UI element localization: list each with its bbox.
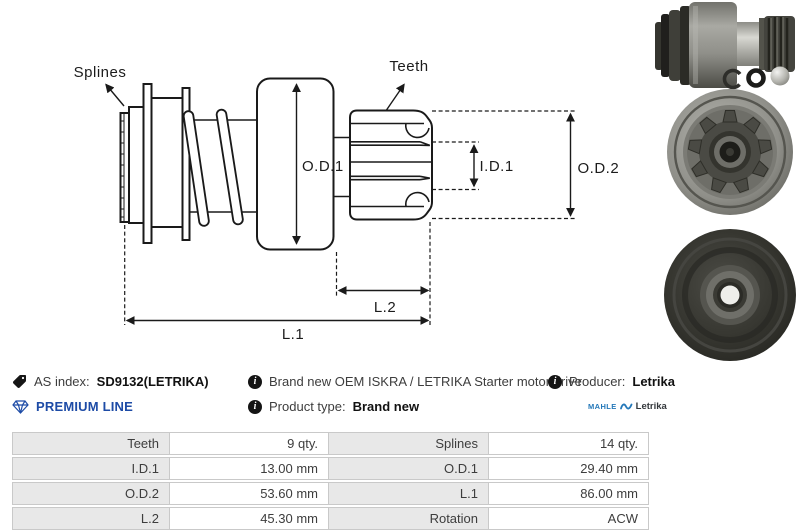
tag-icon — [13, 375, 26, 388]
product-type-label: Product type: — [269, 399, 346, 414]
o-ring — [746, 68, 766, 88]
spring-coils — [182, 108, 244, 227]
as-index-label: AS index: — [34, 374, 90, 389]
drive-back — [664, 229, 796, 361]
product-photo-front-view — [667, 89, 793, 215]
product-photo-side-view — [655, 2, 795, 90]
table-row: I.D.1 13.00 mm O.D.1 29.40 mm — [12, 457, 649, 480]
spec-value: 86.00 mm — [489, 482, 649, 505]
spec-value: 9 qty. — [170, 432, 329, 455]
snap-ring — [722, 68, 744, 90]
product-type-value: Brand new — [352, 399, 420, 414]
spec-label: O.D.1 — [329, 457, 489, 480]
extension-lines — [124, 110, 577, 325]
wave-icon — [619, 403, 633, 410]
gear-teeth-lines — [350, 122, 432, 208]
info-icon: i — [248, 399, 262, 414]
producer-value: Letrika — [632, 374, 676, 389]
spec-label: Splines — [329, 432, 489, 455]
table-row: L.2 45.30 mm Rotation ACW — [12, 507, 649, 530]
pinion-front — [667, 89, 793, 215]
premium-line-row: PREMIUM LINE — [12, 399, 133, 414]
producer-label: Producer: — [569, 374, 626, 389]
spec-value: ACW — [489, 507, 649, 530]
technical-dimension-diagram: Splines Teeth O.D.1 I.D.1 O.D.2 L.2 L.1 — [74, 58, 620, 343]
spec-value: 29.40 mm — [489, 457, 649, 480]
spec-value: 14 qty. — [489, 432, 649, 455]
diagram-label-l1: L.1 — [282, 326, 304, 343]
small-parts — [722, 66, 790, 90]
as-index-row: AS index: SD9132(LETRIKA) — [12, 374, 209, 389]
table-row: O.D.2 53.60 mm L.1 86.00 mm — [12, 482, 649, 505]
spec-label: Teeth — [12, 432, 170, 455]
info-icon: i — [548, 374, 562, 389]
dimension-arrows — [105, 83, 576, 326]
table-row: Teeth 9 qty. Splines 14 qty. — [12, 432, 649, 455]
diamond-icon — [12, 399, 29, 414]
mahle-letrika-logo: MAHLE Letrika — [588, 401, 667, 412]
premium-line-label: PREMIUM LINE — [36, 399, 134, 414]
letrika-logo-text: Letrika — [635, 401, 667, 412]
diagram-label-teeth: Teeth — [389, 58, 428, 75]
description-row: i Brand new OEM ISKRA / LETRIKA Starter … — [248, 374, 582, 389]
product-type-row: i Product type: Brand new — [248, 399, 419, 414]
spec-label: O.D.2 — [12, 482, 170, 505]
spec-label: L.1 — [329, 482, 489, 505]
diagram-label-od1: O.D.1 — [302, 158, 344, 175]
drive-assembly — [655, 2, 795, 88]
diagram-label-id1: I.D.1 — [480, 158, 514, 175]
diagram-label-od2: O.D.2 — [578, 160, 620, 177]
spec-label: Rotation — [329, 507, 489, 530]
product-photo-back-view — [664, 229, 796, 361]
spec-value: 45.30 mm — [170, 507, 329, 530]
spec-table: Teeth 9 qty. Splines 14 qty. I.D.1 13.00… — [12, 430, 649, 532]
drive-drawing — [119, 77, 433, 251]
steel-ball — [770, 66, 790, 86]
spec-label: I.D.1 — [12, 457, 170, 480]
diagram-label-splines: Splines — [74, 64, 127, 81]
as-index-value: SD9132(LETRIKA) — [96, 374, 209, 389]
spec-label: L.2 — [12, 507, 170, 530]
info-icon: i — [248, 374, 262, 389]
diagram-label-l2: L.2 — [374, 299, 396, 316]
spec-value: 53.60 mm — [170, 482, 329, 505]
spec-value: 13.00 mm — [170, 457, 329, 480]
producer-row: i Producer: Letrika — [548, 374, 675, 389]
mahle-logo-text: MAHLE — [588, 402, 617, 411]
product-description: Brand new OEM ISKRA / LETRIKA Starter mo… — [269, 374, 582, 389]
